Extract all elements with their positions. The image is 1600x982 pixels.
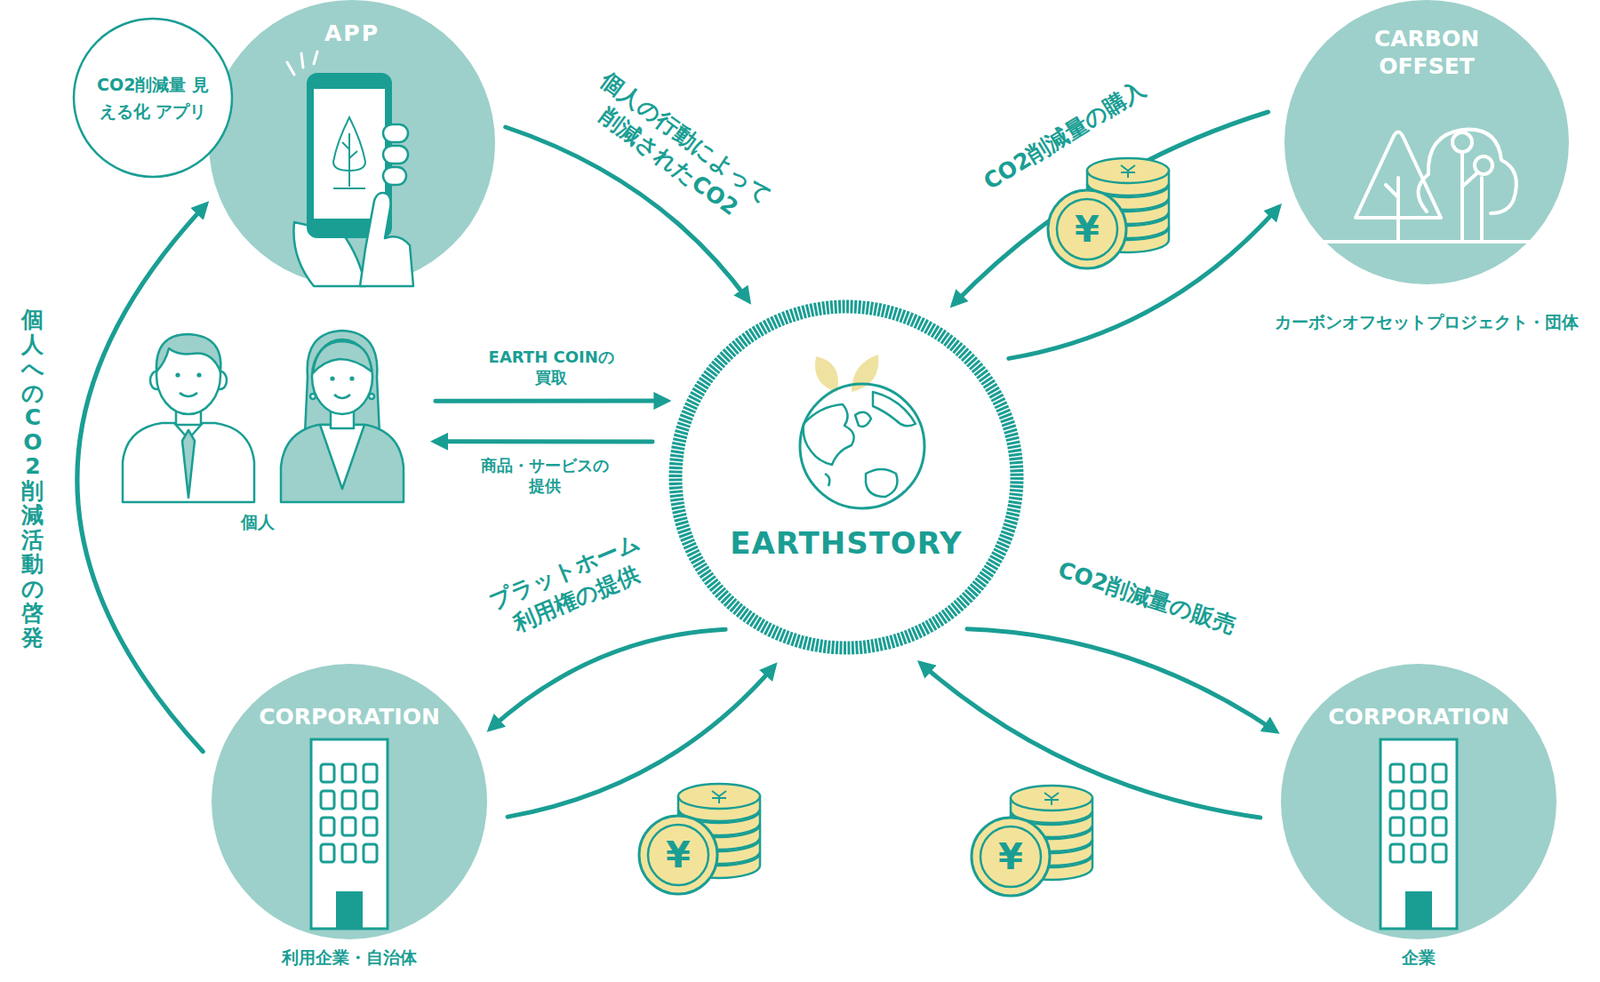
callout-bubble: CO2削減量 見える化 アプリ: [71, 16, 235, 180]
node-shape: [211, 664, 488, 940]
node-shape: [1280, 664, 1557, 940]
app-circle: APP: [208, 0, 496, 287]
edge-label: EARTH COINの 買取: [484, 346, 618, 389]
node-shape: [675, 306, 1017, 648]
flow-arrow: [435, 439, 653, 444]
node-shape: [1284, 0, 1569, 285]
edge-label: CO2削減量の購入: [978, 74, 1152, 197]
edge-label: プラットホーム 利用権の提供: [480, 526, 659, 645]
flow-arrow: [953, 112, 1269, 304]
node-caption: カーボンオフセットプロジェクト・団体: [1168, 311, 1600, 334]
node-title: EARTHSTORY: [668, 523, 1024, 563]
corporation-circle: CORPORATION企業: [1280, 664, 1557, 940]
node-title: CARBON OFFSET: [1360, 24, 1494, 81]
node-title: CO2削減量 見える化 アプリ: [88, 71, 217, 126]
node-shape: [208, 0, 496, 287]
flow-arrow: [490, 629, 726, 729]
yen-symbol: ¥: [998, 839, 1024, 875]
node-outline: [71, 16, 235, 180]
flow-arrow: [967, 629, 1276, 732]
coin-stack: [971, 785, 1093, 896]
edge-label: 個人の行動によって 削減されたCO2: [573, 64, 780, 237]
corporation-circle: CORPORATION利用企業・自治体: [211, 664, 488, 940]
node-shape: [73, 18, 232, 177]
yen-symbol: ¥: [665, 837, 691, 873]
coin-stack: [1048, 158, 1169, 269]
node-title: 個人: [213, 511, 303, 534]
earthstory-circle: EARTHSTORY: [668, 299, 1024, 656]
yen-symbol: ¥: [1074, 211, 1100, 248]
node-title: CORPORATION: [211, 703, 488, 733]
edge-label: 商品・サービスの 提供: [470, 455, 620, 497]
node-caption: 企業: [1227, 946, 1600, 969]
coin-stack: [639, 784, 760, 895]
people-illustration: [106, 320, 418, 534]
node-title: CORPORATION: [1280, 703, 1557, 733]
flow-arrow: [435, 399, 666, 404]
globe-logo: [668, 299, 1024, 656]
edge-label: 個人へのCO2削減活動の啓発: [21, 307, 44, 650]
node-outline: [668, 299, 1024, 656]
node-title: APP: [208, 19, 496, 49]
people-group: 個人: [106, 320, 418, 534]
node-caption: 利用企業・自治体: [158, 946, 541, 969]
edge-label: CO2削減量の販売: [1054, 556, 1240, 642]
carbon-offset-circle: CARBON OFFSETカーボンオフセットプロジェクト・団体: [1284, 0, 1569, 285]
